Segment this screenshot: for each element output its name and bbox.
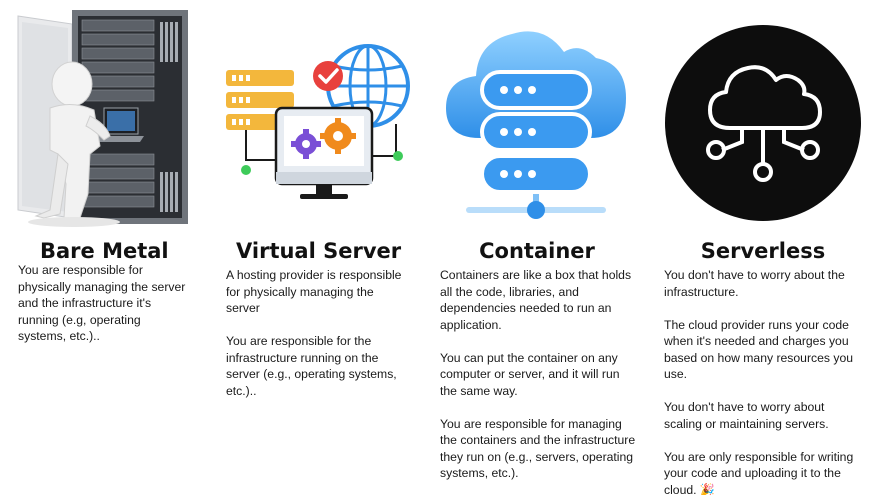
container-paragraph-1: Containers are like a box that holds all…	[440, 268, 632, 332]
container-description: Containers are like a box that holds all…	[440, 267, 636, 482]
virtual-server-description: A hosting provider is responsible for ph…	[226, 267, 406, 399]
virtual-server-title: Virtual Server	[236, 239, 402, 263]
bare-metal-paragraph-1: You are responsible for physically manag…	[18, 263, 186, 343]
serverless-paragraph-4: You are only responsible for writing you…	[664, 449, 854, 495]
cloud-server-stack-icon	[440, 18, 632, 224]
bare-metal-description: You are responsible for physically manag…	[18, 262, 188, 345]
server-rack-with-person-icon	[14, 4, 190, 230]
virtual-server-paragraph-2: You are responsible for the infrastructu…	[226, 334, 397, 398]
virtual-server-monitor-icon	[220, 40, 416, 202]
serverless-paragraph-1: You don't have to worry about the infras…	[664, 268, 845, 299]
serverless-title: Serverless	[700, 239, 826, 263]
virtual-server-paragraph-1: A hosting provider is responsible for ph…	[226, 268, 402, 315]
serverless-paragraph-2: The cloud provider runs your code when i…	[664, 317, 854, 382]
bare-metal-title: Bare Metal	[40, 239, 169, 263]
container-paragraph-2: You can put the container on any compute…	[440, 350, 620, 398]
container-paragraph-3: You are responsible for managing the con…	[440, 416, 636, 481]
serverless-description: You don't have to worry about the infras…	[664, 267, 864, 495]
serverless-paragraph-3: You don't have to worry about scaling or…	[664, 400, 829, 431]
container-title: Container	[479, 239, 595, 263]
cloud-network-icon	[664, 24, 862, 222]
